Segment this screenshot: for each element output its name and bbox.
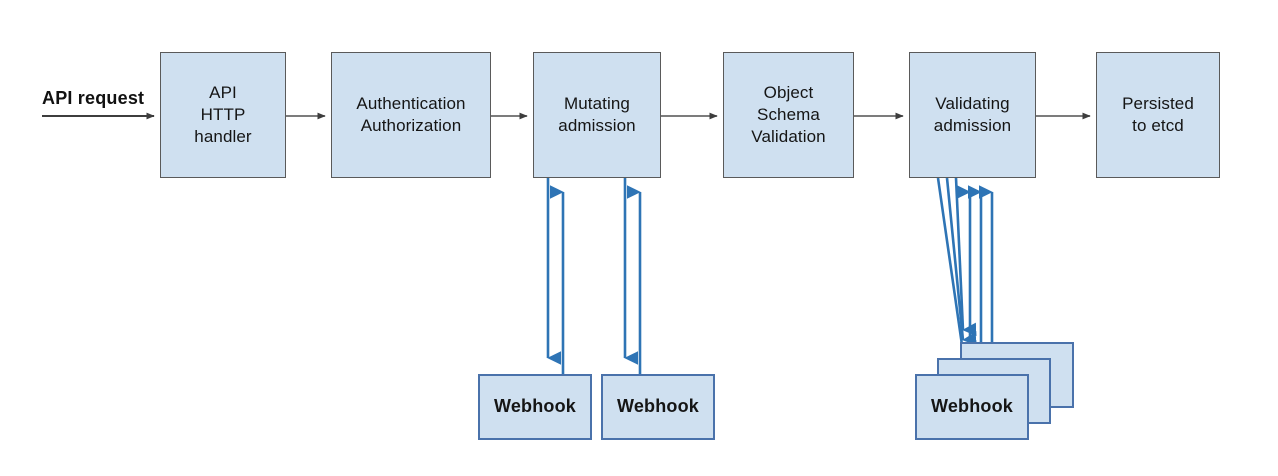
api-request-label: API request [42,88,145,108]
node-persisted-to-etcd[interactable]: Persisted to etcd [1096,52,1220,178]
node-label: API HTTP handler [194,82,252,147]
webhook-label: Webhook [493,396,577,417]
node-label: Object Schema Validation [751,82,826,147]
node-object-schema-validation[interactable]: Object Schema Validation [723,52,854,178]
edge-mutating-webhook-2 [623,178,642,374]
edge-mutating-webhook-1 [546,178,565,374]
node-mutating-webhook-2[interactable]: Webhook [601,374,715,440]
node-validating-admission[interactable]: Validating admission [909,52,1036,178]
node-mutating-webhook-1[interactable]: Webhook [478,374,592,440]
webhook-label: Webhook [930,396,1014,417]
node-mutating-admission[interactable]: Mutating admission [533,52,661,178]
edge-validating-webhook-down [936,177,978,357]
node-api-http-handler[interactable]: API HTTP handler [160,52,286,178]
node-authentication-authorization[interactable]: Authentication Authorization [331,52,491,178]
node-label: Mutating admission [558,93,636,135]
node-label: Authentication Authorization [356,93,466,135]
node-label: Persisted to etcd [1122,93,1194,135]
webhook-label: Webhook [616,396,700,417]
node-label: Validating admission [933,93,1012,135]
node-validating-webhook-stack-front[interactable]: Webhook [915,374,1029,440]
